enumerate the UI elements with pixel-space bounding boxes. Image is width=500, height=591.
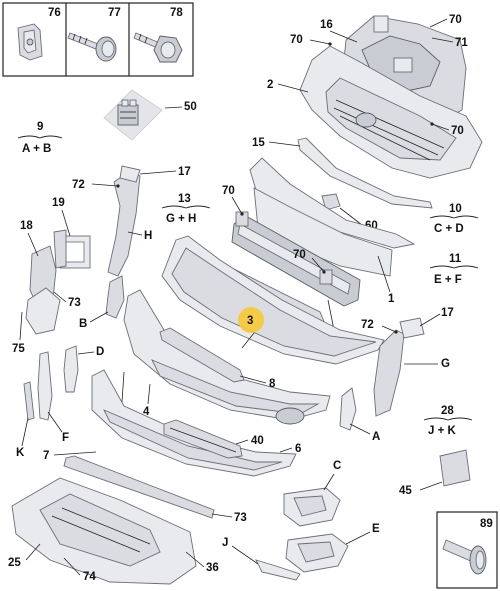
part-C-fog-surround (283, 487, 341, 527)
label-45: 45 (399, 485, 412, 497)
group-label-28: 28 (441, 405, 454, 417)
fastener-box-89: 89 (436, 511, 498, 589)
left-bracket-upper (107, 165, 141, 277)
label-G: G (441, 358, 450, 370)
label-76: 76 (48, 7, 61, 19)
highlight-marker (238, 307, 264, 333)
fastener-boxes: 76 77 78 (2, 2, 194, 77)
group-10-members: C + D (434, 223, 464, 235)
part-D-strip (63, 345, 79, 393)
group-28-members: J + K (428, 425, 457, 437)
label-50: 50 (184, 101, 197, 113)
group-11-members: E + F (434, 274, 462, 286)
part-2-upper-grille (299, 45, 483, 179)
label-78: 78 (170, 7, 183, 19)
label-2: 2 (267, 79, 273, 91)
connector-50-icon (103, 89, 163, 141)
part-23-beam (231, 211, 361, 307)
group-13-members: G + H (166, 213, 196, 225)
bolt-78-icon (133, 32, 183, 63)
label-8: 8 (269, 378, 276, 390)
label-70-center: 70 (293, 249, 306, 261)
part-15-trim (297, 137, 433, 211)
rivet-89-icon (442, 539, 487, 575)
label-70-top: 70 (290, 34, 303, 46)
label-J: J (222, 537, 228, 549)
label-3-highlighted: 3 (247, 315, 253, 327)
label-72-left: 72 (72, 179, 85, 191)
label-70-beam: 70 (222, 185, 235, 197)
label-K: K (16, 447, 25, 459)
group-label-10: 10 (449, 203, 462, 215)
label-70-right: 70 (451, 125, 464, 137)
label-4: 4 (143, 406, 150, 418)
part-25-under-tray (11, 477, 197, 585)
part-A-strip (339, 387, 357, 431)
label-6: 6 (295, 443, 301, 455)
label-18: 18 (20, 220, 33, 232)
label-73-left: 73 (68, 297, 81, 309)
group-label-13: 13 (178, 193, 191, 205)
part-K-strip (23, 381, 35, 421)
label-89: 89 (480, 518, 493, 530)
label-72-right: 72 (361, 319, 374, 331)
label-D: D (96, 346, 104, 358)
part-E-fog-surround (285, 533, 349, 573)
part-6-skirt (91, 369, 297, 477)
label-B: B (79, 318, 87, 330)
group-label-11: 11 (449, 253, 462, 265)
group-9-members: A + B (22, 143, 51, 155)
label-A: A (372, 431, 380, 443)
box-89-frame (436, 511, 498, 589)
label-17-right: 17 (441, 307, 454, 319)
part-B-bracket (105, 275, 125, 319)
label-1: 1 (388, 293, 395, 305)
label-F: F (62, 432, 69, 444)
part-J-strip (255, 559, 301, 581)
part-45-plate (439, 449, 471, 487)
part-3-bumper-cover (161, 235, 385, 365)
part-18-19-side-support (25, 229, 91, 335)
label-17-left: 17 (178, 166, 191, 178)
label-E: E (372, 523, 380, 535)
part-G-right-bracket (373, 317, 425, 417)
label-15: 15 (252, 137, 265, 149)
screw-77-icon (67, 32, 117, 62)
part-40-grille-insert (163, 419, 243, 459)
label-H: H (144, 230, 152, 242)
part-F-strip (37, 351, 53, 421)
label-70-top-right: 70 (449, 14, 462, 26)
label-36: 36 (206, 562, 219, 574)
label-71: 71 (455, 37, 468, 49)
label-73-bottom: 73 (234, 512, 247, 524)
part-8-strip (159, 327, 245, 383)
label-C: C (333, 460, 341, 472)
label-75: 75 (12, 343, 25, 355)
label-74: 74 (83, 571, 96, 583)
leader-dots (116, 42, 434, 334)
label-25: 25 (8, 557, 21, 569)
label-16: 16 (320, 19, 333, 31)
group-label-9: 9 (37, 121, 43, 133)
label-40: 40 (251, 435, 264, 447)
label-7: 7 (43, 450, 49, 462)
label-19: 19 (52, 197, 65, 209)
clip-76-icon (17, 23, 43, 61)
label-77: 77 (108, 7, 121, 19)
fastener-box-frame (2, 2, 194, 77)
